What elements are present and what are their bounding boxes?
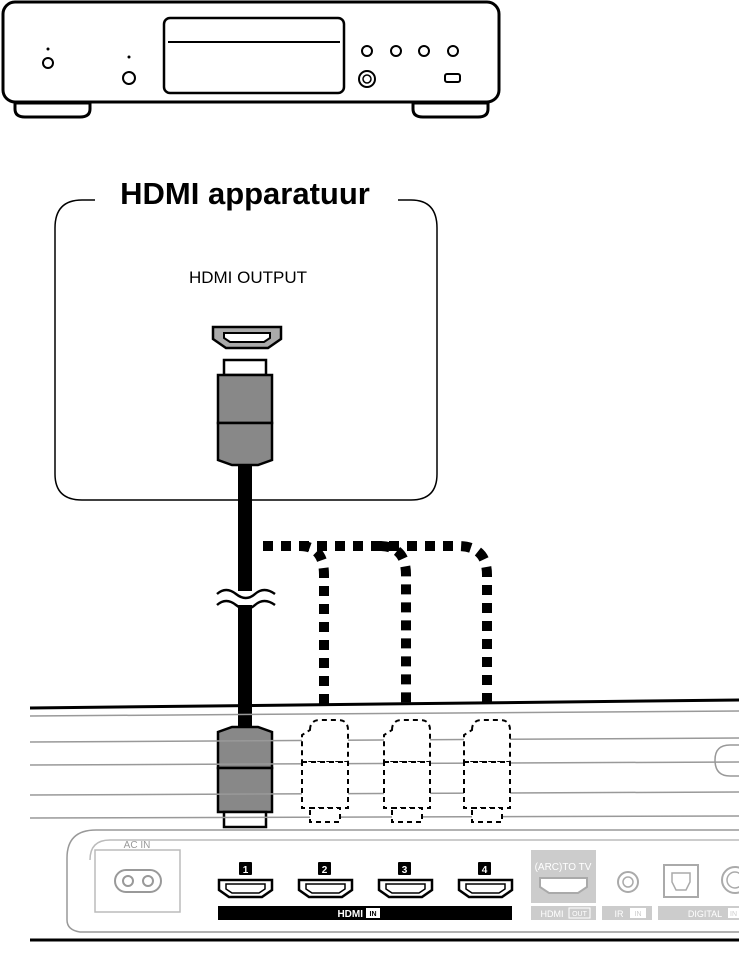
arc-label: (ARC)TO TV (535, 862, 592, 873)
ir-in-jack: IR IN (602, 871, 652, 920)
alternative-cable-routes (263, 541, 492, 705)
disc-tray (162, 16, 346, 95)
power-button-icon (42, 47, 54, 69)
port-number: 2 (322, 865, 328, 876)
ir-label: IR (615, 909, 625, 919)
hdmi-port-3[interactable]: 3 (377, 862, 434, 899)
port-number: 3 (402, 865, 408, 876)
hdmi-output-port-icon (211, 325, 283, 350)
ac-in-socket: AC IN (94, 840, 181, 913)
hdmi-out-label: HDMI (541, 909, 564, 919)
standby-button-icon (122, 55, 136, 85)
port-number: 4 (482, 865, 488, 876)
hdmi-in-bar (218, 906, 512, 920)
digital-label: DIGITAL (688, 909, 722, 919)
device-title: HDMI apparatuur (120, 176, 370, 211)
hdmi-out-badge: OUT (572, 911, 588, 918)
digital-in-optical: DIGITAL IN (658, 864, 739, 920)
receiver-body (29, 698, 739, 942)
ac-in-label: AC IN (124, 840, 151, 851)
hdmi-port-2[interactable]: 2 (297, 862, 354, 899)
hdmi-out-arc-port: (ARC)TO TV HDMI OUT (531, 850, 596, 920)
hdmi-cable (216, 358, 276, 829)
hdmi-port-4[interactable]: 4 (457, 862, 514, 899)
hdmi-port-1[interactable]: 1 (217, 862, 274, 899)
digital-badge: IN (730, 911, 737, 918)
alternative-plug-outlines (301, 719, 511, 823)
hdmi-in-badge: IN (370, 911, 377, 918)
port-number: 1 (243, 865, 249, 876)
output-label: HDMI OUTPUT (189, 268, 307, 287)
hdmi-device-box: HDMI apparatuur HDMI OUTPUT (54, 176, 438, 501)
hdmi-in-label: HDMI (337, 909, 363, 920)
ir-badge: IN (635, 911, 642, 918)
control-buttons (358, 45, 461, 88)
hdmi-in-ports: 1 2 3 4 HDMI IN (217, 862, 514, 920)
player-device (1, 0, 501, 119)
